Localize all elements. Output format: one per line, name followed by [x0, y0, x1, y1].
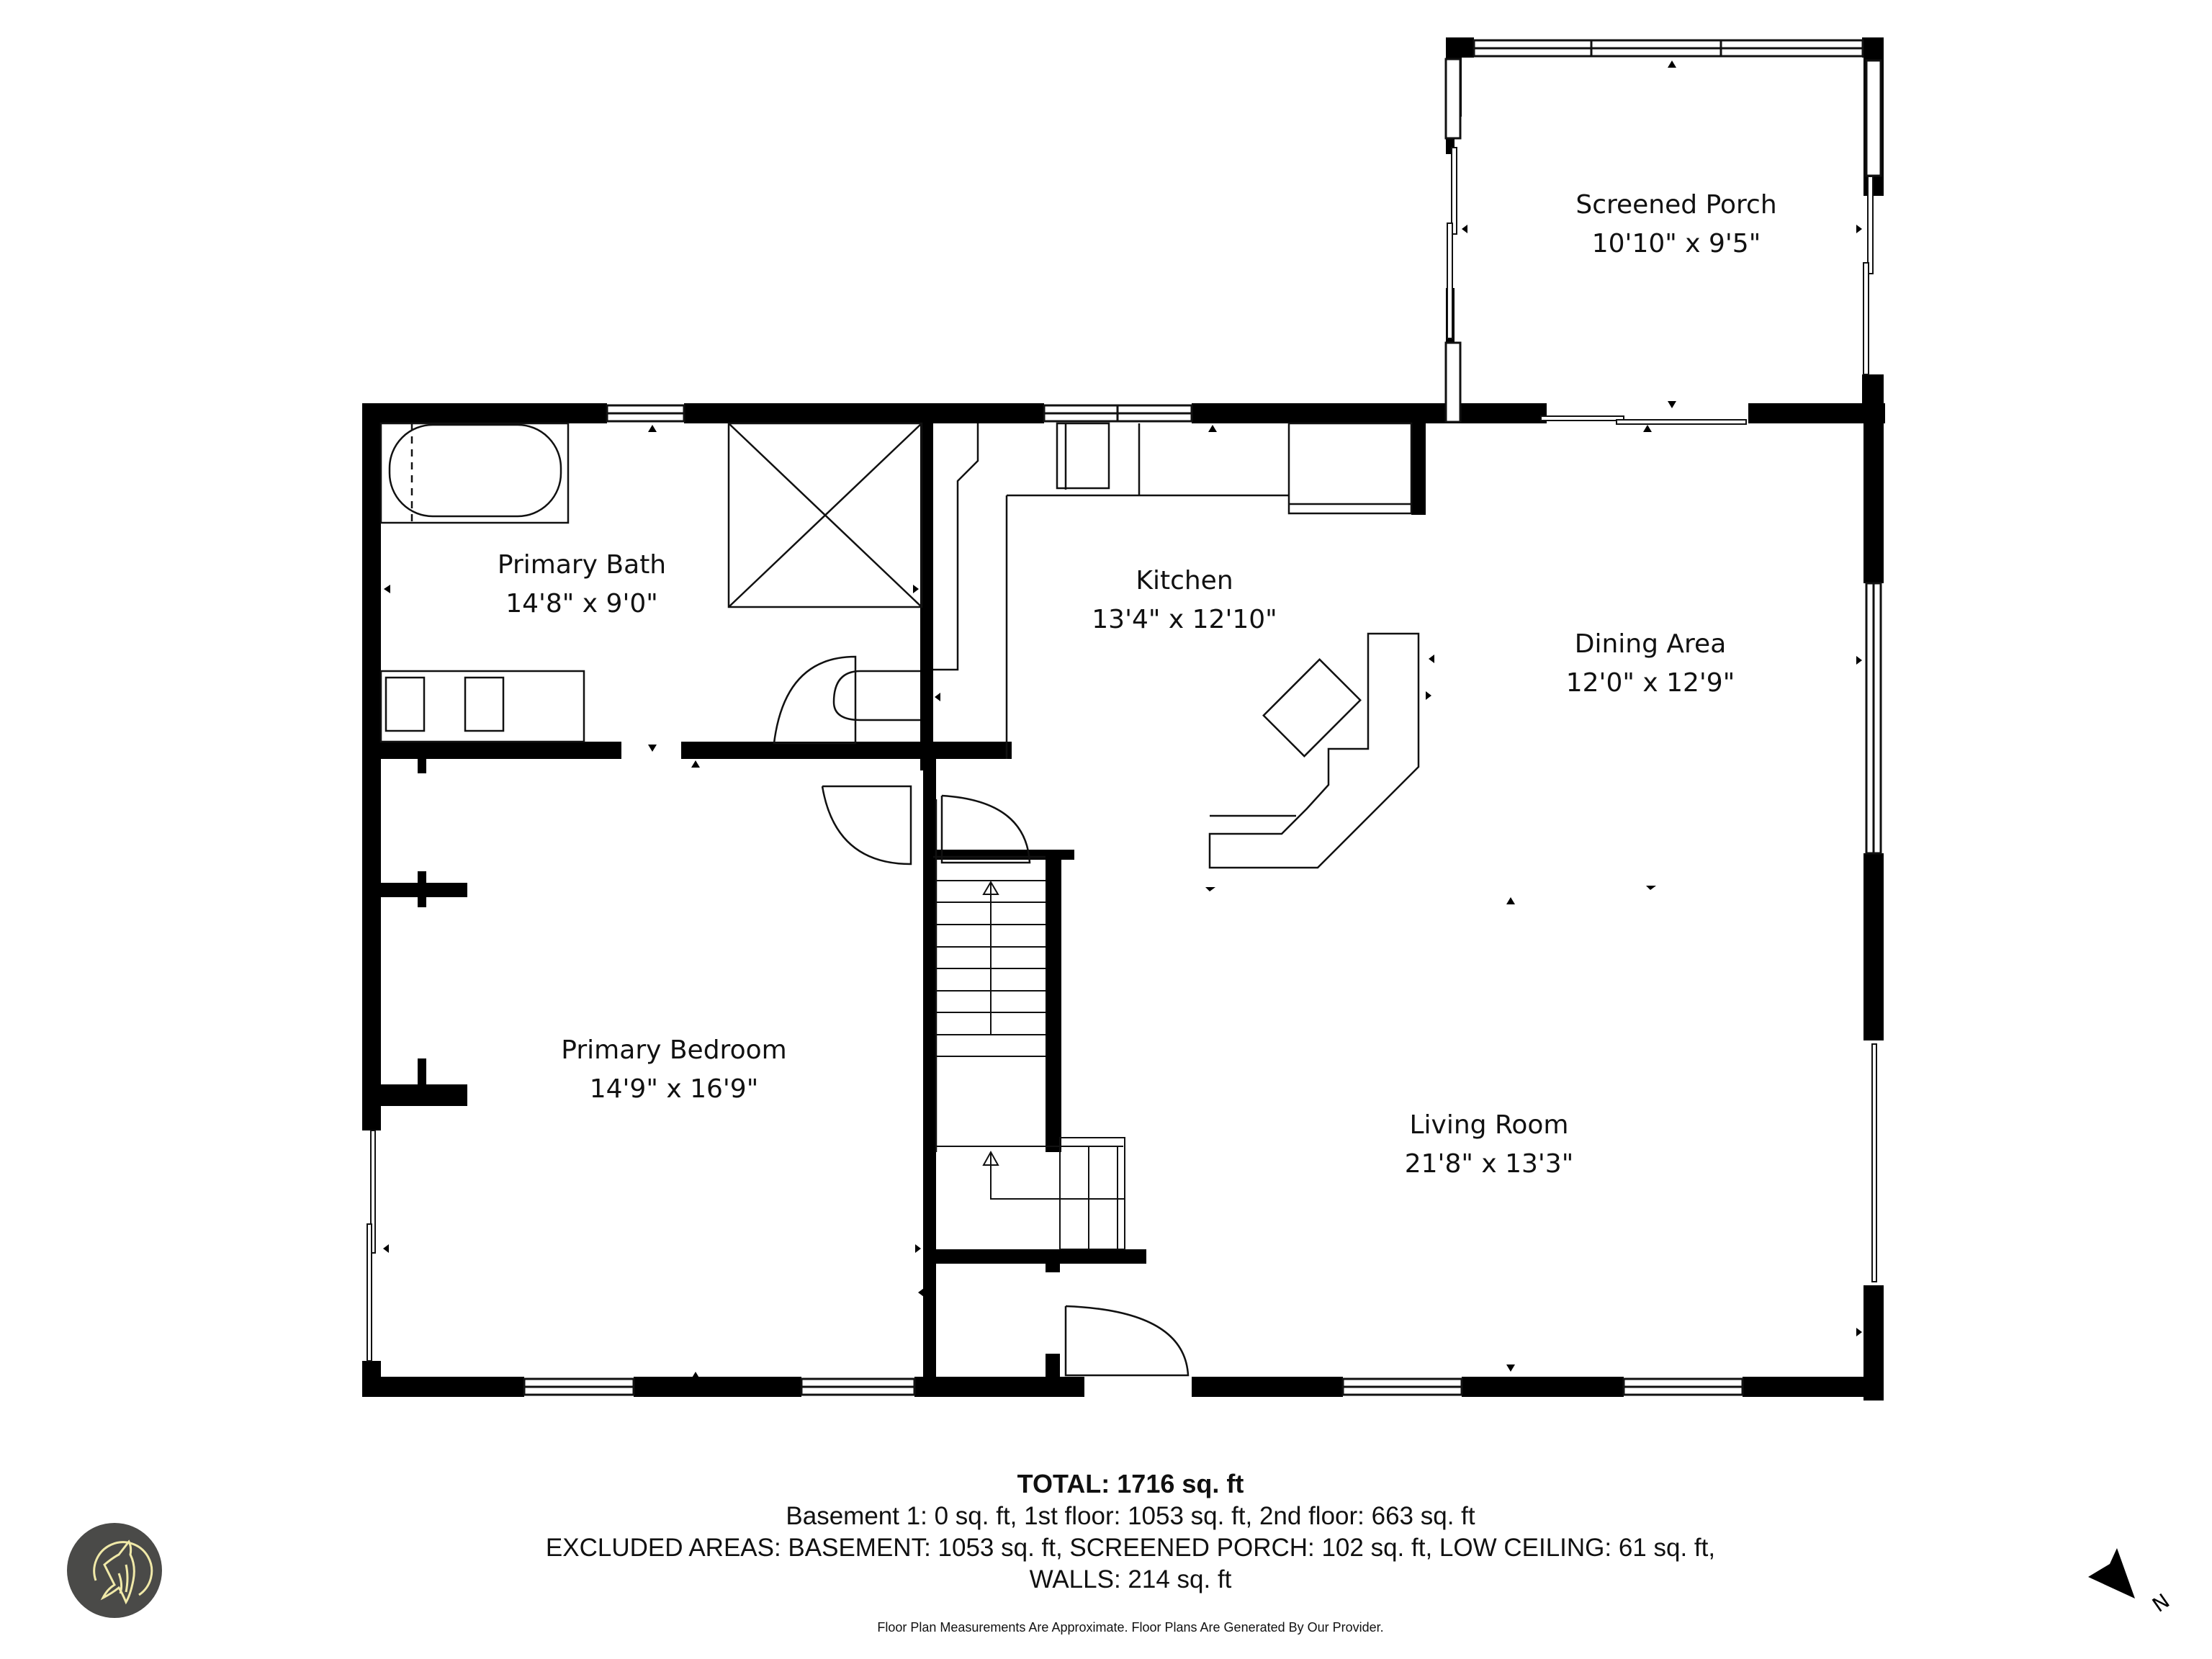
excluded-areas: EXCLUDED AREAS: BASEMENT: 1053 sq. ft, S…: [545, 1534, 1716, 1562]
room-label-kitchen: Kitchen 13'4" x 12'10": [1092, 562, 1277, 639]
room-dimensions: 21'8" x 13'3": [1404, 1149, 1574, 1179]
walls-area: WALLS: 214 sq. ft: [1029, 1565, 1232, 1593]
room-dimensions: 13'4" x 12'10": [1092, 605, 1277, 634]
room-name: Primary Bedroom: [561, 1035, 787, 1065]
north-arrow-icon: N: [2088, 1541, 2203, 1642]
howling-wolf-logo-icon: [67, 1523, 162, 1618]
fixtures: [379, 422, 1420, 1377]
room-label-primary-bath: Primary Bath 14'8" x 9'0": [498, 546, 666, 624]
floor-areas: Basement 1: 0 sq. ft, 1st floor: 1053 sq…: [786, 1502, 1475, 1530]
room-name: Dining Area: [1574, 629, 1727, 659]
room-dimensions: 14'8" x 9'0": [505, 589, 658, 619]
view-markers: [383, 60, 1862, 1379]
room-name: Kitchen: [1136, 566, 1233, 595]
svg-text:N: N: [2148, 1589, 2174, 1617]
room-label-screened-porch: Screened Porch 10'10" x 9'5": [1575, 186, 1776, 264]
room-dimensions: 12'0" x 12'9": [1565, 668, 1735, 698]
disclaimer: Floor Plan Measurements Are Approximate.…: [877, 1620, 1384, 1635]
room-dimensions: 10'10" x 9'5": [1591, 229, 1761, 258]
windows: [523, 39, 1882, 1396]
room-dimensions: 14'9" x 16'9": [589, 1074, 759, 1104]
staircase: [936, 880, 1125, 1250]
walls: [362, 37, 1885, 1401]
room-name: Living Room: [1409, 1110, 1569, 1140]
room-name: Screened Porch: [1575, 190, 1777, 220]
room-name: Primary Bath: [497, 550, 667, 580]
total-area: TOTAL: 1716 sq. ft: [1017, 1469, 1244, 1498]
room-label-living-room: Living Room 21'8" x 13'3": [1405, 1106, 1574, 1184]
room-label-primary-bedroom: Primary Bedroom 14'9" x 16'9": [561, 1031, 786, 1109]
room-label-dining-area: Dining Area 12'0" x 12'9": [1566, 625, 1735, 703]
sliding-doors: [367, 147, 1877, 1362]
